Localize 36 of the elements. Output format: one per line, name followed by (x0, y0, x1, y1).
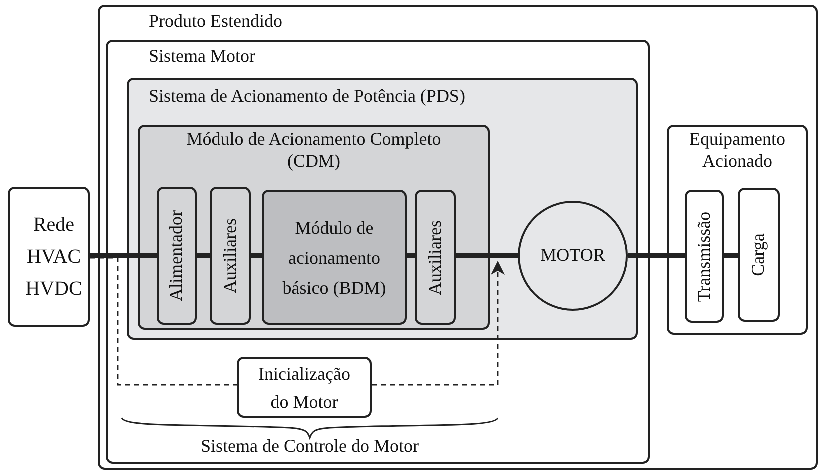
process-box (262, 190, 407, 325)
component-box (210, 187, 251, 325)
power-line (628, 254, 685, 258)
box-label: Transmissão (694, 211, 715, 302)
text-box (237, 357, 372, 418)
component-box (685, 190, 724, 323)
power-line (407, 254, 415, 258)
group-box (98, 5, 818, 470)
component-box (157, 187, 197, 325)
power-line (90, 254, 157, 258)
box-label: Carga (748, 234, 770, 276)
group-box (667, 125, 808, 335)
group-box (106, 40, 650, 464)
group-title: Equipamento Acionado (688, 129, 786, 172)
power-line (456, 254, 518, 258)
component-box (415, 190, 456, 325)
power-line (197, 254, 210, 258)
group-title: Módulo de Acionamento Completo (CDM) (186, 129, 442, 172)
box-label: Inicialização do Motor (258, 362, 352, 414)
component-box (738, 188, 780, 322)
box-label: Rede HVAC HVDC (24, 213, 84, 302)
group-box (138, 125, 490, 330)
box-label: MOTOR (540, 245, 606, 267)
group-box (127, 78, 638, 340)
box-label: Alimentador (166, 210, 188, 302)
power-line (251, 254, 262, 258)
text-box (8, 187, 90, 327)
bracket-label: Sistema de Controle do Motor (200, 436, 420, 457)
group-title: Sistema de Acionamento de Potência (PDS) (149, 86, 466, 108)
control-arrow (372, 261, 505, 386)
group-title: Sistema Motor (149, 46, 256, 68)
group-title: Produto Estendido (149, 11, 282, 33)
box-label: Auxiliares (220, 218, 241, 294)
box-label: Módulo de acionamento básico (BDM) (282, 216, 388, 300)
box-label: Auxiliares (424, 220, 446, 295)
power-line (724, 254, 738, 258)
